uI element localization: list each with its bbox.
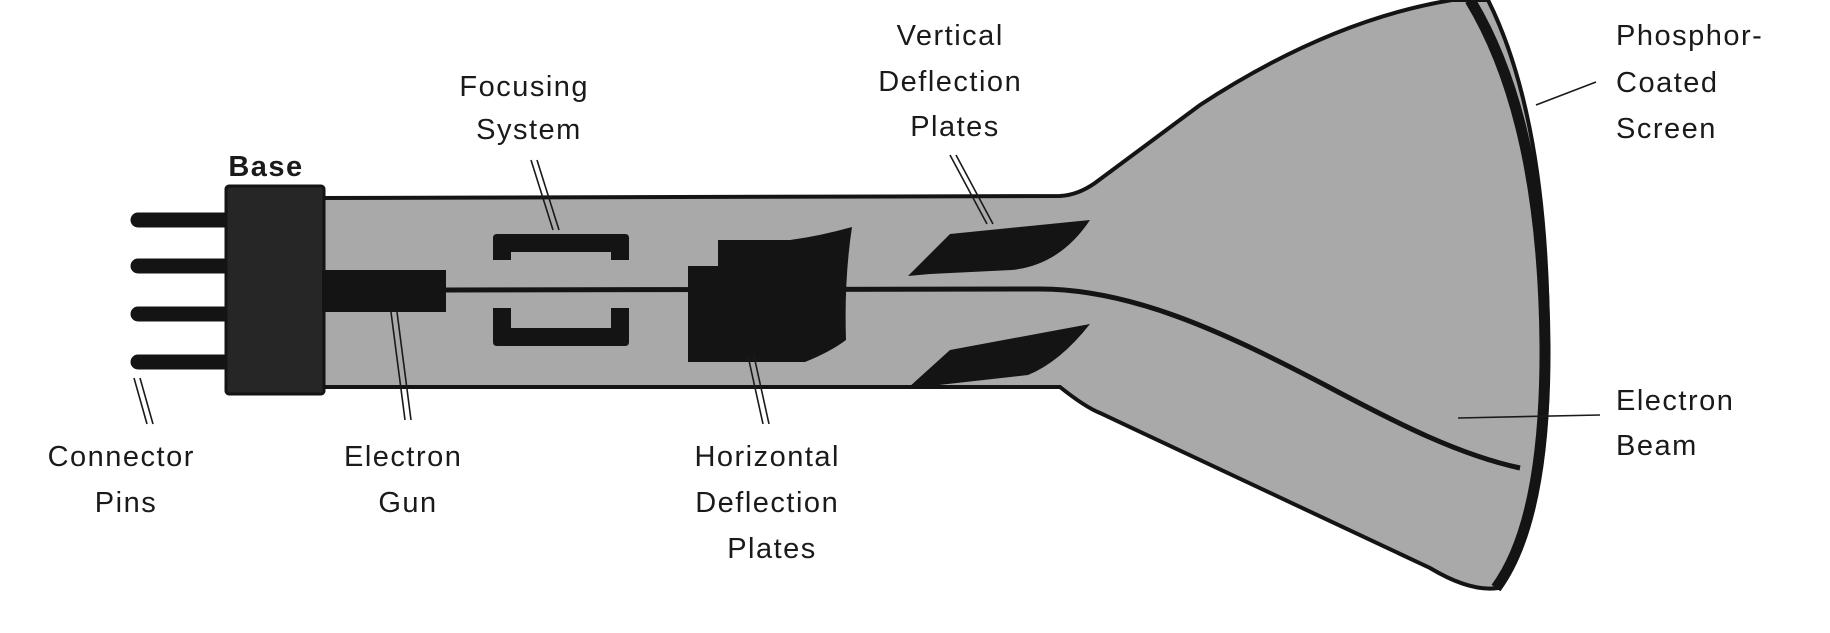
label-phosphor-coated-screen: Phosphor- Coated Screen: [1616, 20, 1773, 145]
leader-lines: [133, 81, 1601, 425]
phosphor-screen: [1465, 0, 1551, 592]
horizontal-deflection-plates: [688, 227, 852, 362]
label-connector-pins: Connector Pins: [48, 441, 205, 519]
label-focusing-system: Focusing System: [459, 71, 598, 146]
connector-pins: [130, 212, 236, 370]
label-horizontal-deflection-plates: Horizontal Deflection Plates: [694, 441, 849, 565]
label-base: Base: [228, 151, 303, 183]
electron-beam: [445, 286, 1521, 471]
label-electron-beam: Electron Beam: [1616, 385, 1744, 462]
vertical-deflection-plate-upper: [908, 220, 1090, 276]
vertical-deflection-plate-lower: [908, 324, 1090, 388]
electron-gun: [322, 270, 446, 312]
label-vertical-deflection-plates: Vertical Deflection Plates: [878, 20, 1032, 143]
tube-base: [224, 184, 326, 396]
focusing-system: [493, 234, 629, 346]
label-electron-gun: Electron Gun: [344, 441, 472, 519]
